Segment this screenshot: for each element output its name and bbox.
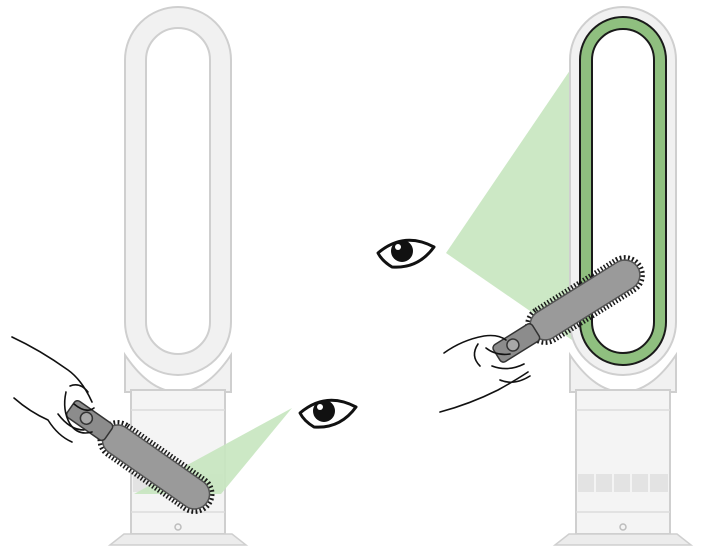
hand-icon <box>11 336 95 443</box>
right-panel <box>376 6 694 546</box>
fan-foot <box>552 533 694 546</box>
power-button <box>619 523 627 531</box>
sightline-beam <box>446 57 579 340</box>
fan-tower-icon <box>107 6 249 546</box>
eye-icon <box>298 398 358 429</box>
brush-tool-icon <box>65 399 215 514</box>
power-button <box>174 523 182 531</box>
fan-base <box>575 389 671 535</box>
fan-foot <box>107 533 249 546</box>
air-inlet-grille <box>578 474 668 492</box>
brush-tool-icon <box>492 255 645 363</box>
hand-icon <box>439 334 531 413</box>
left-panel <box>11 6 358 546</box>
eye-icon <box>376 238 436 269</box>
fan-loop-aperture <box>145 27 211 355</box>
